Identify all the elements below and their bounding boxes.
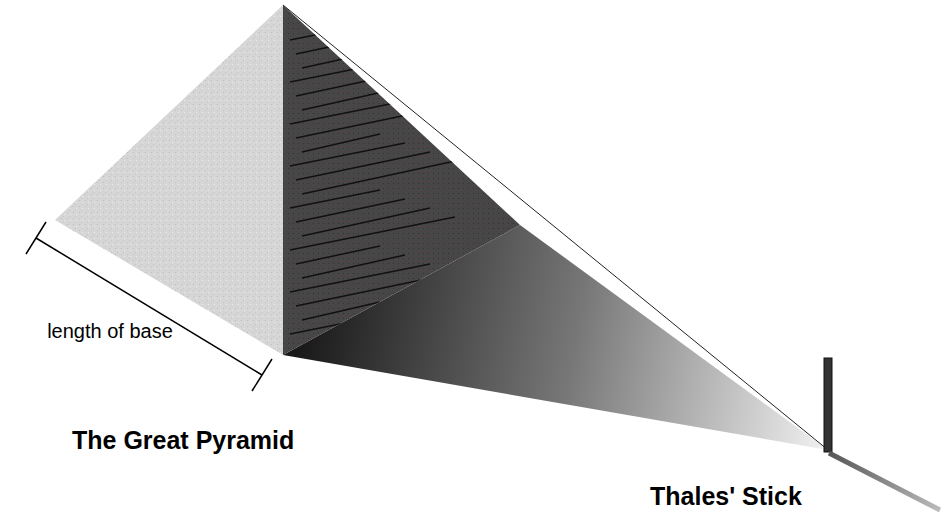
stone-course-line <box>302 208 430 236</box>
shadow-edge <box>283 5 828 450</box>
stone-course-line <box>302 87 405 110</box>
stone-courses <box>290 22 455 334</box>
stick-caption: Thales' Stick <box>650 480 870 512</box>
stick-shadow <box>829 453 940 510</box>
stone-course-line <box>290 49 455 82</box>
stone-course-line <box>290 22 380 40</box>
stone-course-line <box>290 190 380 208</box>
dimension-bracket <box>26 222 272 391</box>
stone-course-line <box>296 199 405 222</box>
stone-course-line <box>302 134 380 152</box>
stone-course-line <box>290 264 430 292</box>
stone-course-line <box>296 273 455 306</box>
pyramid-caption: The Great Pyramid <box>72 424 392 456</box>
stone-course-line <box>302 255 405 278</box>
stone-course-line <box>290 96 430 124</box>
stone-course-line <box>296 105 455 138</box>
stone-course-line <box>290 143 405 166</box>
stone-course-line <box>296 78 380 96</box>
pyramid-dark-face <box>283 5 520 355</box>
stone-course-line <box>290 217 455 250</box>
stone-course-line <box>302 161 455 194</box>
stone-course-line <box>290 311 405 334</box>
stone-course-line <box>296 246 380 264</box>
thales-stick <box>824 358 832 452</box>
stone-course-line <box>302 302 380 320</box>
dimension-label: length of base <box>45 314 175 348</box>
pyramid-lit-face <box>55 5 283 355</box>
stone-course-line <box>296 31 405 54</box>
stone-course-line <box>302 40 430 68</box>
stone-course-line <box>296 152 430 180</box>
